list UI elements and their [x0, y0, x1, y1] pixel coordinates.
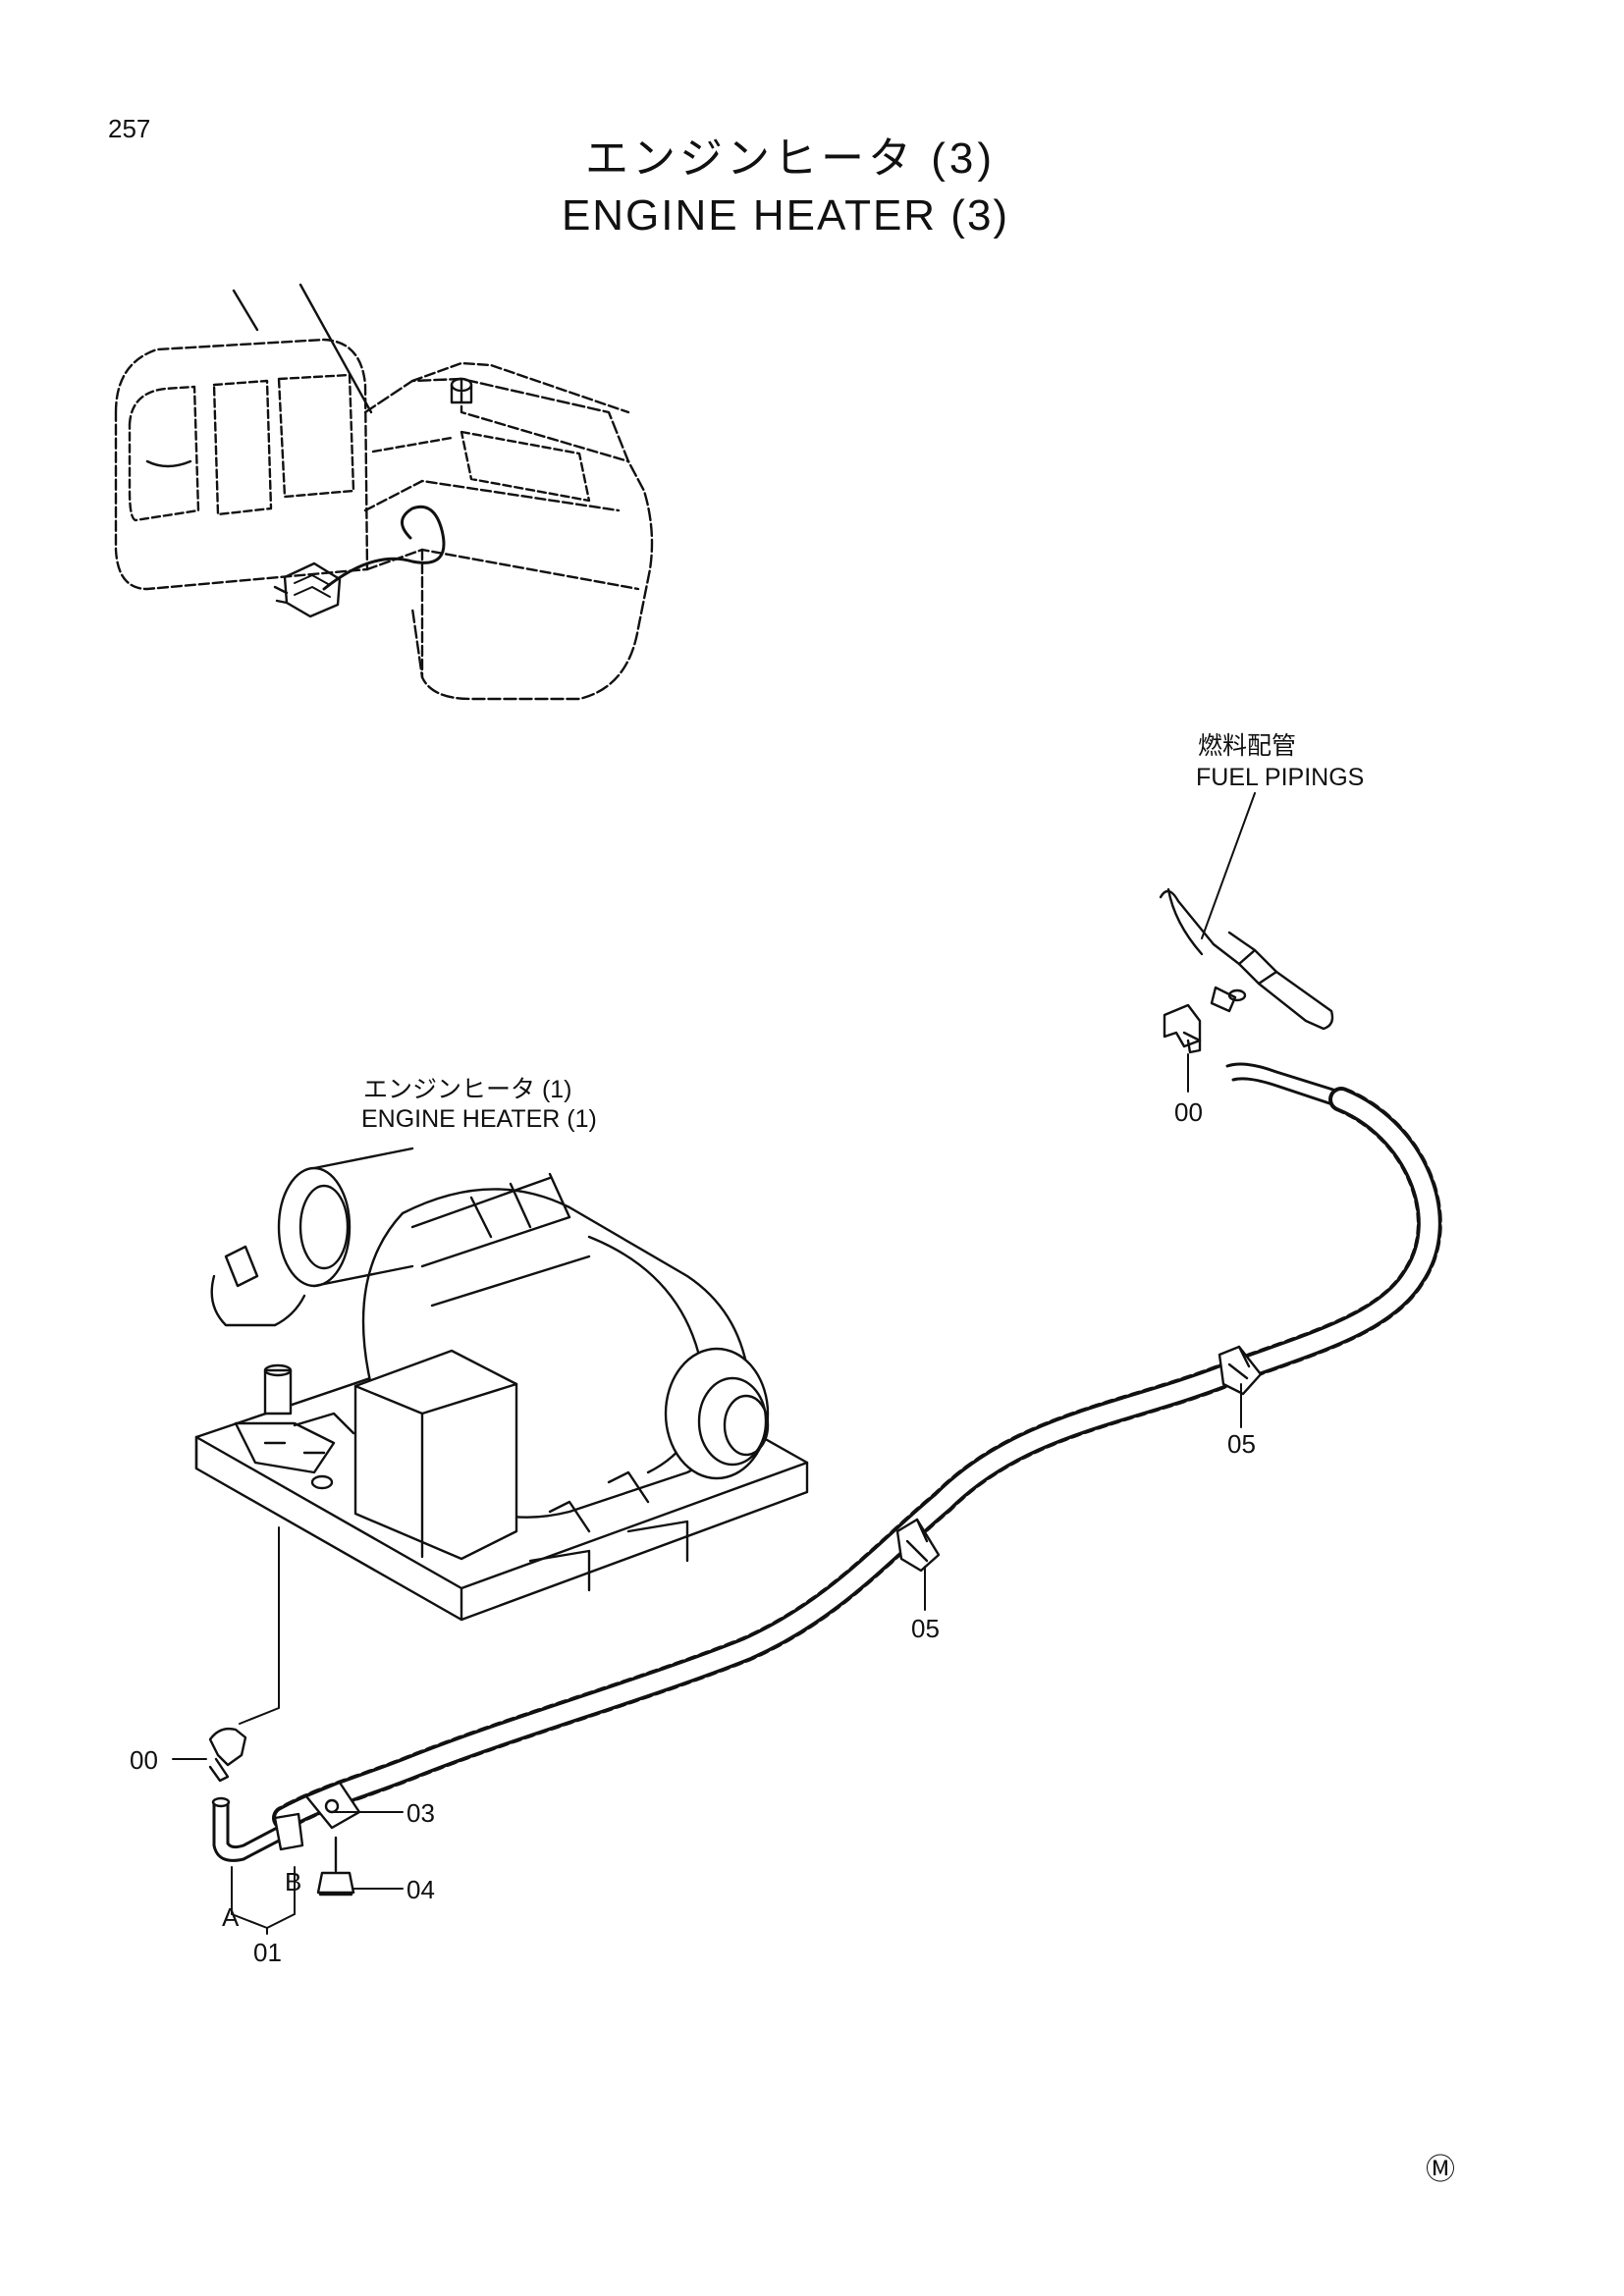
- bolt-04: [316, 1836, 355, 1896]
- page-title-en: ENGINE HEATER (3): [561, 191, 1010, 240]
- page-title-jp: エンジンヒータ (3): [585, 134, 996, 183]
- callout-clamp-upper: 05: [1227, 1429, 1256, 1459]
- callout-bolt: 04: [406, 1875, 435, 1904]
- fuel-pipings-label-jp: 燃料配管: [1198, 732, 1297, 760]
- hose-upper-end: [1225, 1062, 1341, 1094]
- heater-outlet-line: [239, 1526, 280, 1725]
- heater-elbow: [208, 1727, 247, 1783]
- engine-heater-1-label-en: ENGINE HEATER (1): [361, 1105, 597, 1133]
- callout-end-b: B: [285, 1867, 302, 1896]
- callout-hose-assembly: 01: [253, 1938, 282, 1967]
- callout-bracket: 03: [406, 1798, 435, 1828]
- excavator-overview: [114, 283, 654, 701]
- callout-heater-elbow: 00: [130, 1745, 158, 1775]
- leader-lines: [172, 792, 1256, 1935]
- callout-fuel-elbow: 00: [1174, 1097, 1203, 1127]
- m-mark: Ⓜ: [1426, 2154, 1455, 2186]
- hose-end: [211, 1796, 304, 1862]
- callout-end-a: A: [222, 1902, 240, 1932]
- page-number: 257: [108, 114, 151, 143]
- fuel-tee: [1159, 887, 1334, 1031]
- fuel-pipings-label-en: FUEL PIPINGS: [1196, 764, 1365, 791]
- fuel-elbow: [1163, 1003, 1202, 1054]
- callout-clamp-middle: 05: [911, 1614, 940, 1643]
- corrugated-hose-inner: [276, 1091, 1438, 1827]
- hose-upper-end-2: [1231, 1077, 1337, 1107]
- engine-heater-1-label-jp: エンジンヒータ (1): [363, 1076, 572, 1103]
- engine-heater-unit: [194, 1147, 809, 1622]
- clamp-upper: [1218, 1345, 1263, 1396]
- clamp-middle: [895, 1518, 941, 1573]
